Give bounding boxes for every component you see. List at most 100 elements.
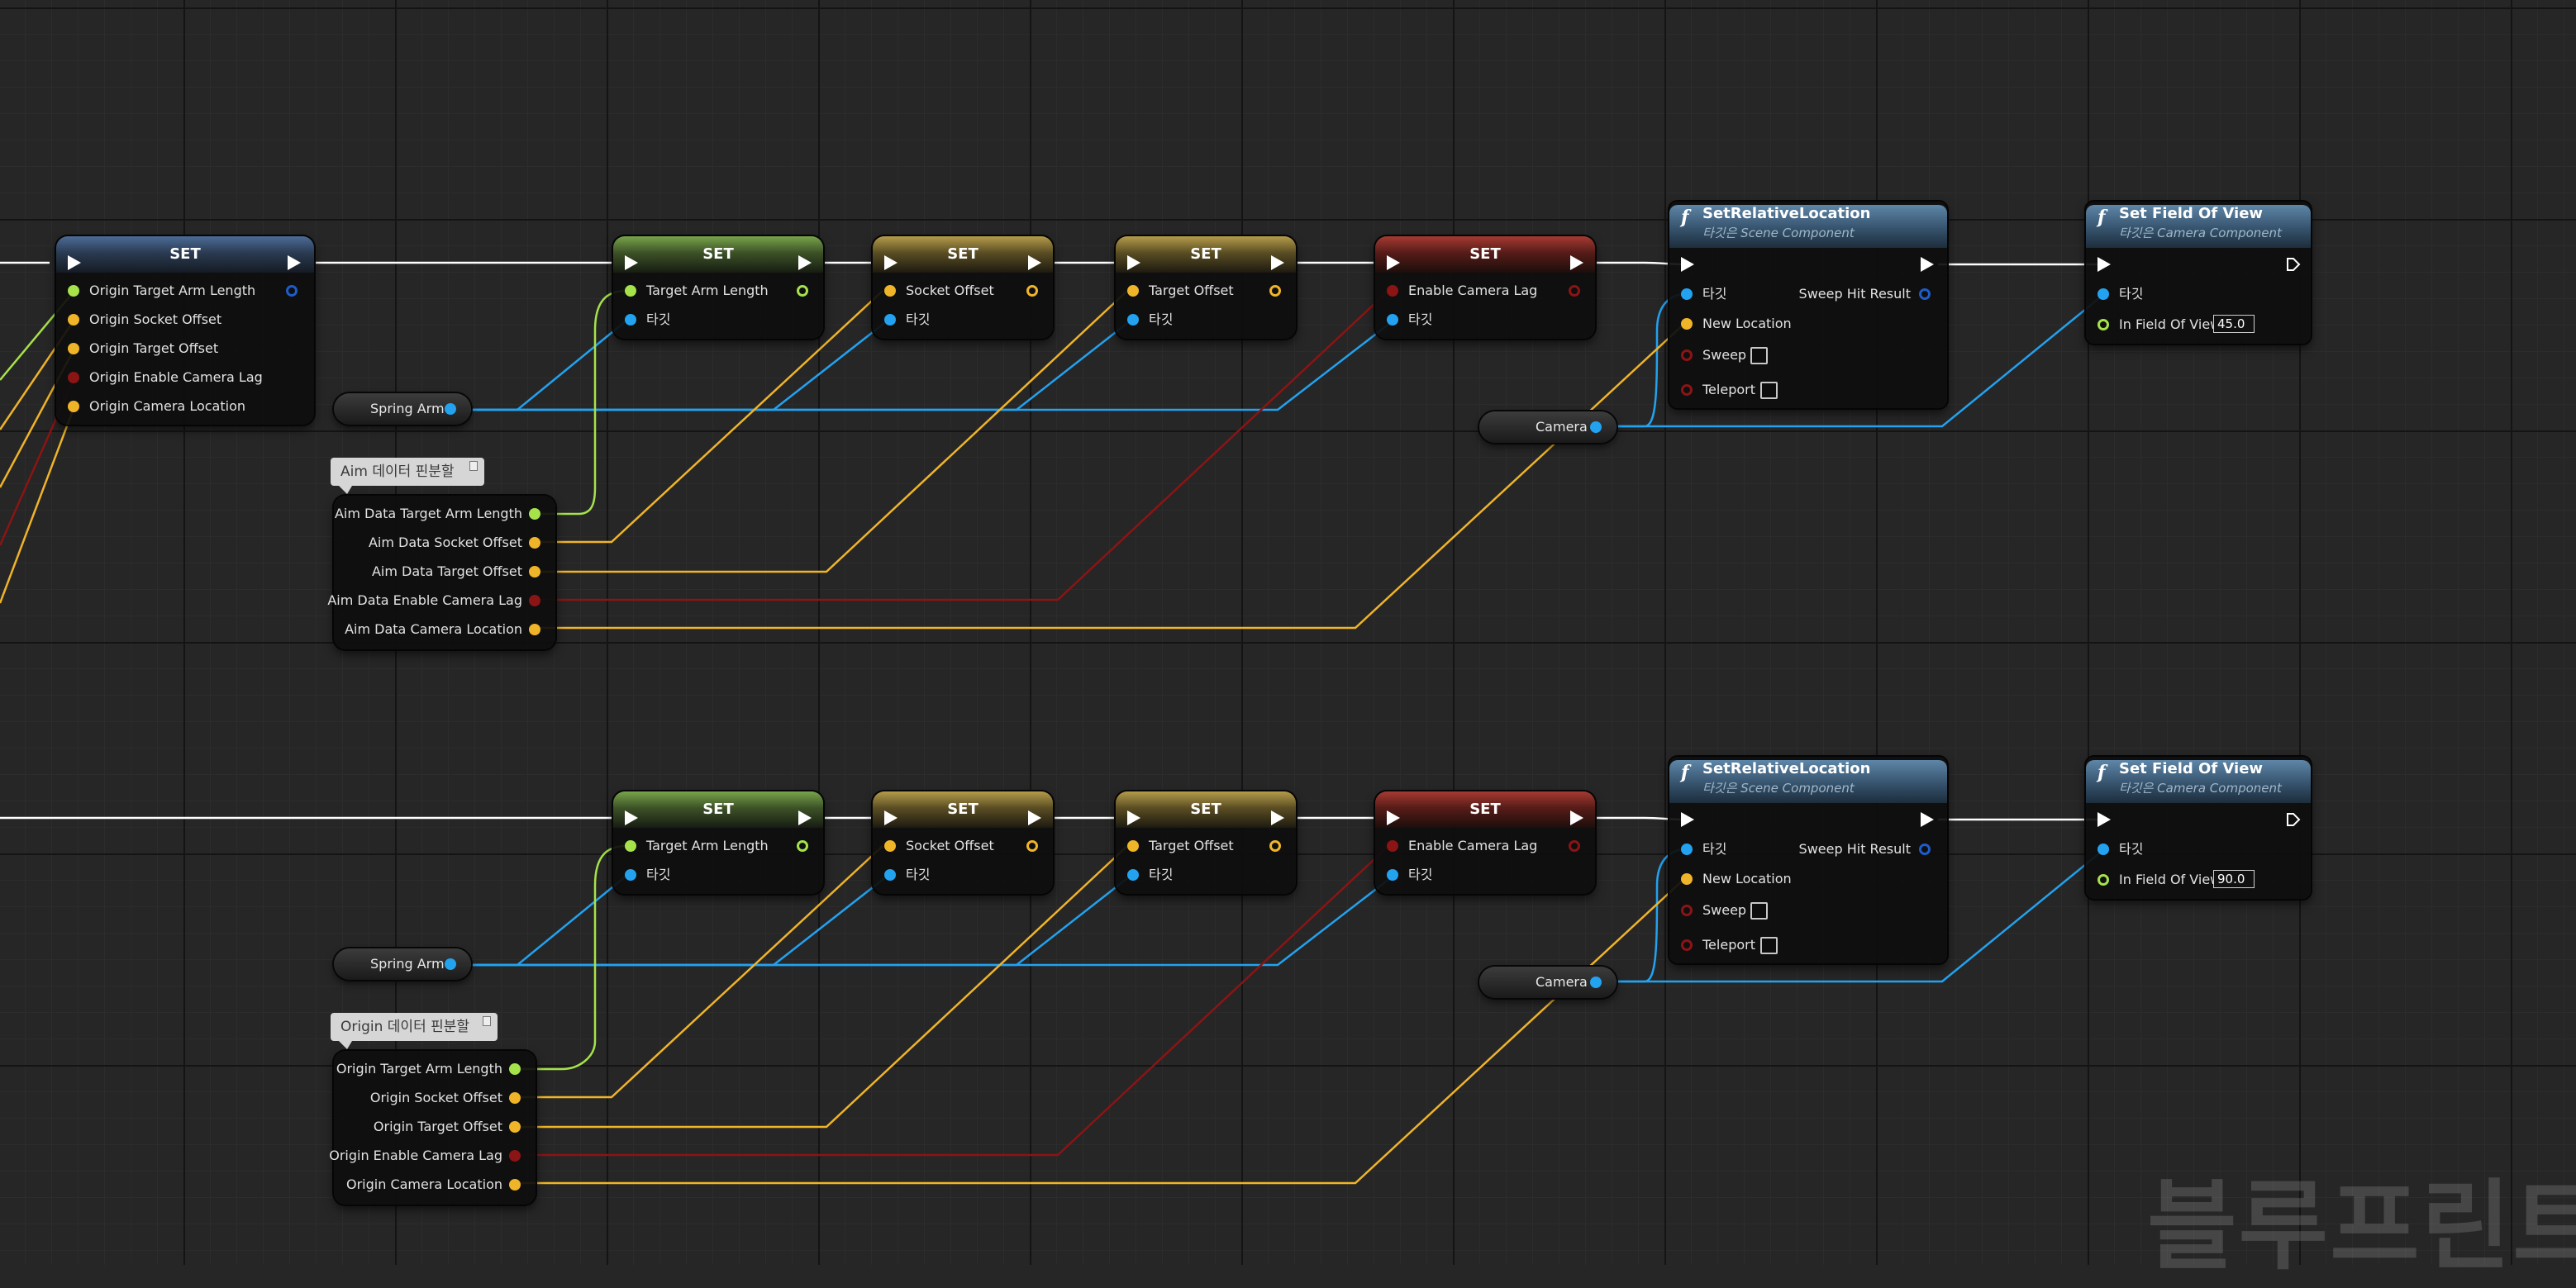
exec-out-pin[interactable] xyxy=(1271,255,1284,270)
object-pin[interactable] xyxy=(1127,314,1139,326)
float-pin[interactable] xyxy=(68,285,79,297)
struct-out-pin[interactable] xyxy=(509,1179,521,1191)
object-out-pin[interactable] xyxy=(1590,421,1602,433)
set-target-arm-length-node[interactable]: SET Target Arm Length 타깃 xyxy=(613,791,823,894)
aim-data-break-node[interactable]: Aim Data Target Arm Length Aim Data Sock… xyxy=(327,496,555,649)
exec-in-pin[interactable] xyxy=(1681,812,1694,827)
object-pin[interactable] xyxy=(2097,844,2109,855)
spring-arm-variable[interactable]: Spring Arm xyxy=(334,393,471,425)
struct-out-pin[interactable] xyxy=(1026,285,1038,297)
exec-out-pin[interactable] xyxy=(2286,257,2301,272)
struct-pin[interactable] xyxy=(1127,285,1139,297)
struct-out-pin[interactable] xyxy=(509,1121,521,1133)
exec-out-pin[interactable] xyxy=(1271,810,1284,825)
teleport-checkbox[interactable] xyxy=(1760,937,1778,954)
set-field-of-view-node[interactable]: f Set Field Of View 타깃은 Camera Component… xyxy=(2086,202,2311,344)
spring-arm-variable[interactable]: Spring Arm xyxy=(334,948,471,980)
exec-out-pin[interactable] xyxy=(798,810,812,825)
struct-out-pin[interactable] xyxy=(509,1092,521,1104)
fov-input[interactable]: 45.0 xyxy=(2213,315,2255,333)
exec-out-pin[interactable] xyxy=(288,255,301,270)
float-pin[interactable] xyxy=(625,285,636,297)
exec-in-pin[interactable] xyxy=(884,255,898,270)
float-pin[interactable] xyxy=(2097,319,2109,330)
struct-pin[interactable] xyxy=(1681,318,1693,330)
fov-input[interactable]: 90.0 xyxy=(2213,870,2255,888)
camera-variable[interactable]: Camera xyxy=(1479,411,1617,443)
object-pin[interactable] xyxy=(1387,314,1398,326)
struct-out-pin[interactable] xyxy=(529,537,540,549)
exec-in-pin[interactable] xyxy=(884,810,898,825)
object-pin[interactable] xyxy=(625,869,636,881)
object-pin[interactable] xyxy=(2097,288,2109,300)
set-field-of-view-node[interactable]: f Set Field Of View 타깃은 Camera Component… xyxy=(2086,757,2311,899)
exec-out-pin[interactable] xyxy=(798,255,812,270)
float-pin[interactable] xyxy=(2097,874,2109,886)
bool-pin[interactable] xyxy=(1681,349,1693,361)
bool-out-pin[interactable] xyxy=(1569,840,1580,852)
object-pin[interactable] xyxy=(625,314,636,326)
struct-out-pin[interactable] xyxy=(1269,285,1281,297)
exec-in-pin[interactable] xyxy=(1681,257,1694,272)
bool-out-pin[interactable] xyxy=(509,1150,521,1162)
object-pin[interactable] xyxy=(884,869,896,881)
exec-in-pin[interactable] xyxy=(1127,255,1140,270)
struct-pin[interactable] xyxy=(1681,873,1693,885)
struct-pin[interactable] xyxy=(68,314,79,326)
exec-out-pin[interactable] xyxy=(1570,255,1583,270)
bool-pin[interactable] xyxy=(1387,285,1398,297)
exec-in-pin[interactable] xyxy=(2097,257,2111,272)
exec-out-pin[interactable] xyxy=(1921,257,1934,272)
object-pin[interactable] xyxy=(1127,869,1139,881)
exec-in-pin[interactable] xyxy=(1127,810,1140,825)
set-relative-location-node[interactable]: f SetRelativeLocation 타깃은 Scene Componen… xyxy=(1669,757,1947,963)
object-pin[interactable] xyxy=(1387,869,1398,881)
struct-out-pin[interactable] xyxy=(1919,288,1931,300)
float-out-pin[interactable] xyxy=(509,1063,521,1075)
struct-out-pin[interactable] xyxy=(529,624,540,635)
float-out-pin[interactable] xyxy=(529,508,540,520)
object-out-pin[interactable] xyxy=(445,403,456,415)
object-pin[interactable] xyxy=(1681,288,1693,300)
set-socket-offset-node[interactable]: SET Socket Offset 타깃 xyxy=(873,236,1053,339)
set-origin-node[interactable]: SET Origin Target Arm Length Origin Sock… xyxy=(56,236,314,425)
set-socket-offset-node[interactable]: SET Socket Offset 타깃 xyxy=(873,791,1053,894)
sweep-checkbox[interactable] xyxy=(1750,902,1768,920)
object-pin[interactable] xyxy=(1681,844,1693,855)
set-enable-camera-lag-node[interactable]: SET Enable Camera Lag 타깃 xyxy=(1375,236,1595,339)
struct-pin[interactable] xyxy=(1127,840,1139,852)
bool-pin[interactable] xyxy=(1387,840,1398,852)
exec-in-pin[interactable] xyxy=(625,255,638,270)
set-target-offset-node[interactable]: SET Target Offset 타깃 xyxy=(1116,791,1296,894)
struct-out-pin[interactable] xyxy=(286,285,298,297)
bool-pin[interactable] xyxy=(68,372,79,383)
set-relative-location-node[interactable]: f SetRelativeLocation 타깃은 Scene Componen… xyxy=(1669,202,1947,408)
set-target-offset-node[interactable]: SET Target Offset 타깃 xyxy=(1116,236,1296,339)
aim-comment-bubble[interactable]: Aim 데이터 핀분할 xyxy=(331,458,484,494)
set-target-arm-length-node[interactable]: SET Target Arm Length 타깃 xyxy=(613,236,823,339)
sweep-checkbox[interactable] xyxy=(1750,347,1768,364)
exec-in-pin[interactable] xyxy=(1387,255,1400,270)
exec-out-pin[interactable] xyxy=(1570,810,1583,825)
origin-comment-bubble[interactable]: Origin 데이터 핀분할 xyxy=(331,1013,498,1049)
set-enable-camera-lag-node[interactable]: SET Enable Camera Lag 타깃 xyxy=(1375,791,1595,894)
object-out-pin[interactable] xyxy=(1590,977,1602,988)
bool-out-pin[interactable] xyxy=(1569,285,1580,297)
exec-in-pin[interactable] xyxy=(2097,812,2111,827)
struct-pin[interactable] xyxy=(884,285,896,297)
exec-out-pin[interactable] xyxy=(1921,812,1934,827)
struct-pin[interactable] xyxy=(68,343,79,354)
camera-variable[interactable]: Camera xyxy=(1479,967,1617,998)
float-pin[interactable] xyxy=(625,840,636,852)
origin-data-break-node[interactable]: Origin Target Arm Length Origin Socket O… xyxy=(329,1051,536,1205)
object-out-pin[interactable] xyxy=(445,958,456,970)
exec-in-pin[interactable] xyxy=(1387,810,1400,825)
struct-pin[interactable] xyxy=(884,840,896,852)
float-out-pin[interactable] xyxy=(797,840,808,852)
bool-pin[interactable] xyxy=(1681,939,1693,951)
struct-out-pin[interactable] xyxy=(1026,840,1038,852)
exec-in-pin[interactable] xyxy=(68,255,81,270)
bool-pin[interactable] xyxy=(1681,905,1693,916)
exec-out-pin[interactable] xyxy=(1028,810,1041,825)
